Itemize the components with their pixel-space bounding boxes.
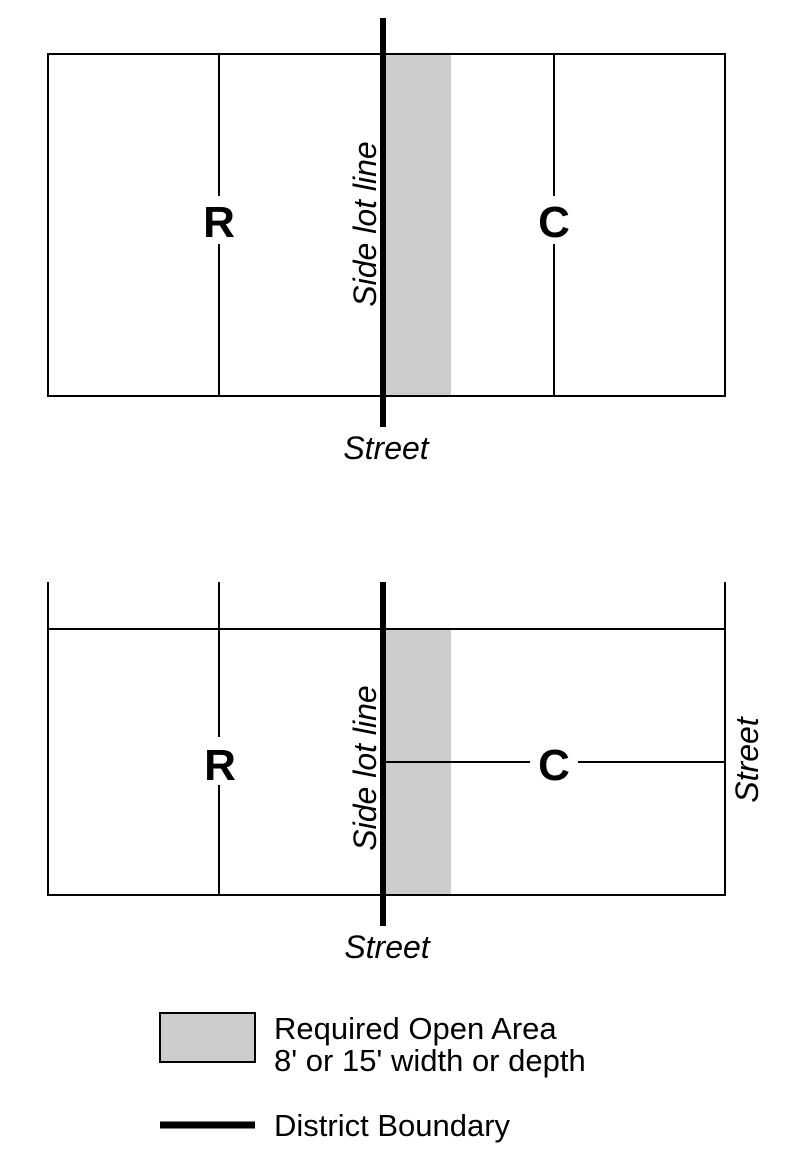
legend-boundary-label: District Boundary [274,1108,511,1143]
bottom-diagram: R C Side lot line Street Street [47,582,765,965]
zone-label-c: C [538,198,570,247]
street-label: Street [344,929,430,965]
street-label-right: Street [729,716,765,802]
zone-label-r: R [203,198,235,247]
street-label: Street [343,430,429,466]
block-outline [47,53,726,397]
open-area-swatch [159,1012,256,1063]
legend: Required Open Area 8' or 15' width or de… [159,1011,586,1143]
side-lot-line-label: Side lot line [347,141,383,306]
side-lot-line-label: Side lot line [347,685,383,850]
zone-label-c: C [538,741,570,790]
top-diagram: R C Side lot line Street [47,18,726,466]
legend-open-area-line2: 8' or 15' width or depth [274,1043,586,1078]
required-open-area [383,54,451,396]
legend-open-area-line1: Required Open Area [274,1011,557,1046]
zone-label-r: R [204,741,236,790]
